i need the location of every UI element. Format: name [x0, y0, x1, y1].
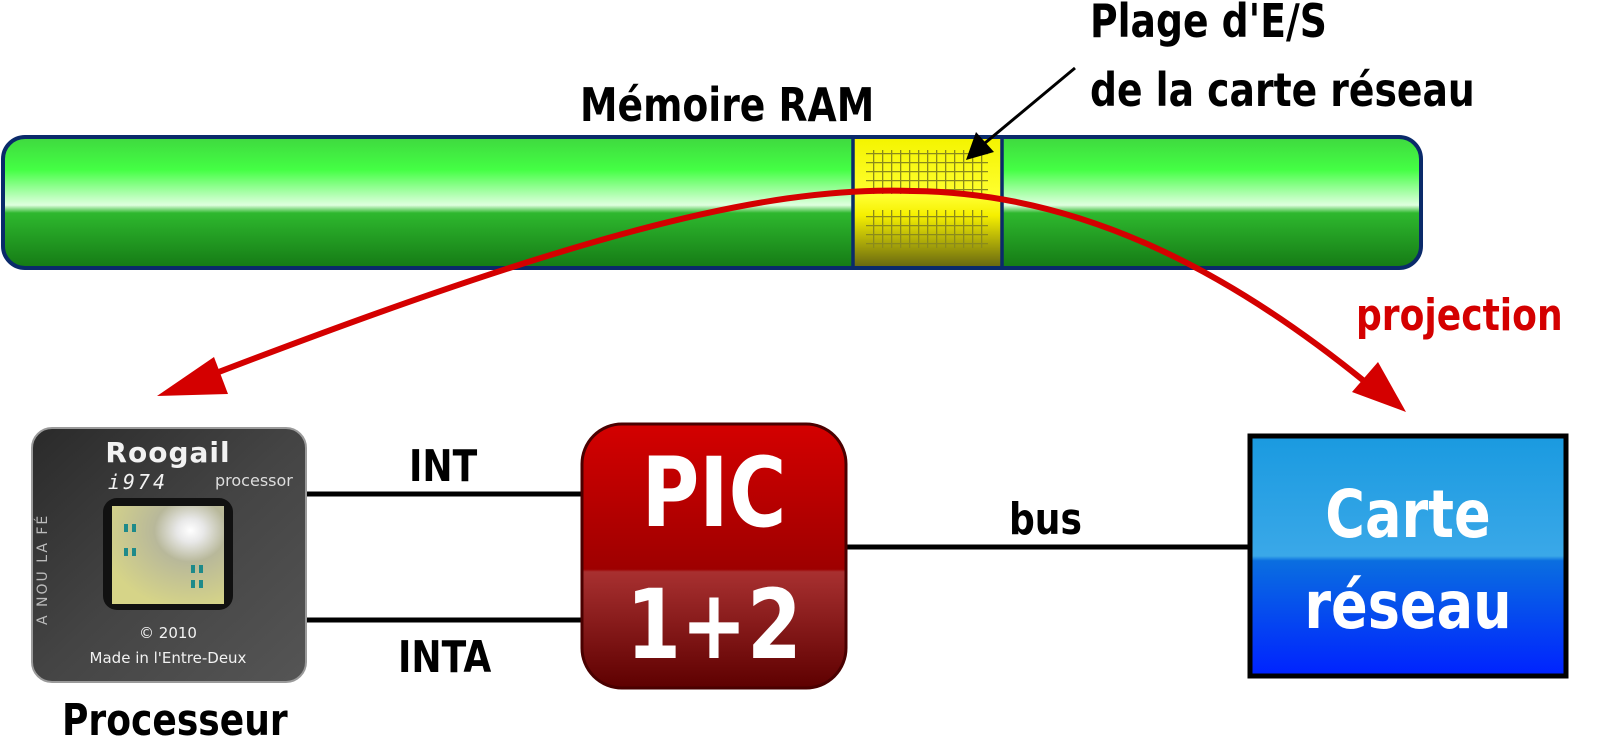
- chip-made-in: Made in l'Entre-Deux: [90, 649, 247, 667]
- projection-label: projection: [1356, 291, 1563, 341]
- processor-label: Processeur: [62, 696, 288, 746]
- projection-arrows: [157, 187, 1406, 412]
- inta-label: INTA: [398, 633, 491, 683]
- io-range-label-line2: de la carte réseau: [1090, 63, 1475, 117]
- chip-side-text: A NOU LA FÉ: [34, 514, 51, 625]
- projection-arrowhead-right: [1352, 362, 1406, 412]
- projection-arc-right: [910, 188, 1378, 393]
- chip-brand: Roogail: [105, 436, 230, 469]
- pic-block: PIC 1+2: [580, 422, 848, 690]
- io-pointer-arrow: [966, 66, 1076, 160]
- bus-label: bus: [1009, 495, 1082, 545]
- chip-copyright: © 2010: [139, 624, 197, 642]
- chip-die-pads: [124, 524, 203, 588]
- io-range-grid-bottom: [866, 210, 988, 248]
- processor-chip: Roogail i974 processor A NOU LA FÉ © 201…: [31, 427, 307, 683]
- network-card-line1: Carte: [1325, 477, 1490, 554]
- pic-line2: 1+2: [626, 569, 801, 681]
- io-range-label-line1: Plage d'E/S: [1090, 0, 1327, 48]
- pic-line1: PIC: [642, 437, 787, 549]
- io-pointer-head: [966, 132, 994, 160]
- int-label: INT: [409, 442, 478, 492]
- chip-die: [112, 506, 224, 604]
- io-pointer-line: [984, 66, 1076, 145]
- projection-arrowhead-left: [157, 357, 228, 396]
- pic-body: [580, 422, 848, 690]
- ram-label: Mémoire RAM: [580, 78, 874, 132]
- projection-arc-left: [182, 187, 916, 388]
- chip-model: i974: [108, 470, 168, 494]
- network-card-block: Carte réseau: [1247, 433, 1569, 679]
- network-card-line2: réseau: [1304, 568, 1511, 645]
- ram-bar: [1, 135, 1423, 270]
- chip-kind: processor: [215, 471, 293, 490]
- ram-bar-body: [1, 135, 1423, 270]
- network-card-body: [1247, 433, 1569, 679]
